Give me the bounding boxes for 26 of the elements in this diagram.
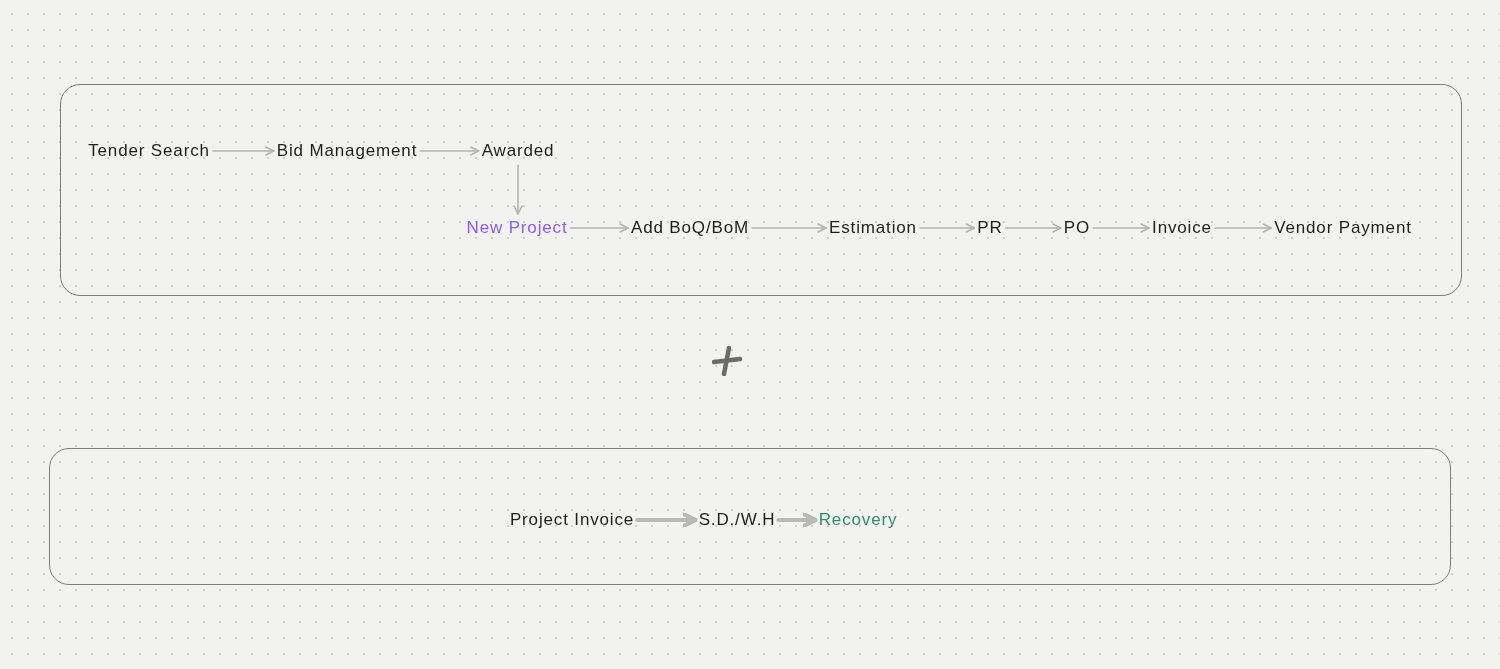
- group-frame: [60, 84, 1462, 296]
- arrow: [776, 512, 818, 528]
- step-label: Project Invoice: [509, 509, 635, 531]
- arrow: [1004, 223, 1062, 233]
- step-label: Estimation: [829, 217, 917, 239]
- step-label: Vendor Payment: [1274, 217, 1412, 239]
- arrow: [212, 146, 275, 156]
- arrow: [1092, 223, 1150, 233]
- step-label: S.D./W.H: [698, 509, 776, 531]
- step-label: Add BoQ/BoM: [631, 217, 749, 239]
- arrow: [751, 223, 827, 233]
- arrow: [419, 146, 480, 156]
- step-label: Recovery: [818, 509, 898, 531]
- arrow: [635, 512, 698, 528]
- step-label: Tender Search: [88, 140, 210, 162]
- arrow: [919, 223, 976, 233]
- step-label: PR: [977, 217, 1003, 239]
- group-frame: [49, 448, 1451, 585]
- step-label: Awarded: [481, 140, 555, 162]
- arrow: [569, 223, 629, 233]
- step-label: Invoice: [1152, 217, 1212, 239]
- arrow: [1214, 223, 1272, 233]
- step-label: Bid Management: [276, 140, 418, 162]
- arrow: [513, 164, 523, 215]
- step-label: New Project: [466, 217, 568, 239]
- step-label: PO: [1063, 217, 1091, 239]
